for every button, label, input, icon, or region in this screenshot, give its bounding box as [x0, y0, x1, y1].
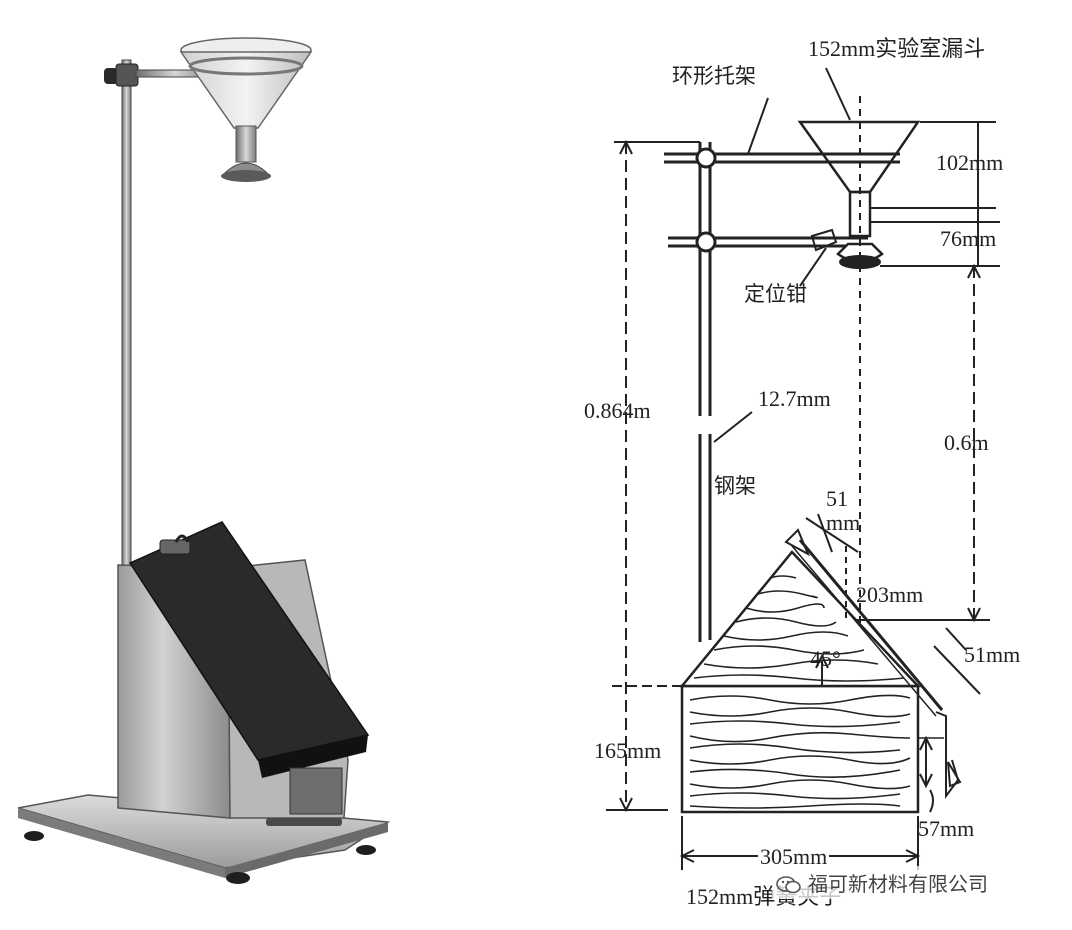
- foot: [24, 831, 44, 841]
- label-dim-57: 57mm: [918, 816, 975, 841]
- funnel-outline: [797, 120, 921, 194]
- top-clip-handle: [174, 534, 190, 543]
- dim-arrow: [619, 139, 633, 155]
- label-dim-165: 165mm: [594, 738, 662, 763]
- watermark: 福可新材料有限公司: [772, 866, 992, 899]
- dim-line-51-top-b: [817, 513, 833, 553]
- dim-tick: [945, 627, 967, 651]
- incline-board-edge: [258, 735, 368, 778]
- label-clamp: 定位钳: [744, 282, 807, 306]
- ring-holder: [188, 56, 304, 76]
- label-dim-76: 76mm: [940, 226, 997, 251]
- funnel-nozzle-base: [221, 170, 271, 182]
- dim-arrow: [919, 773, 933, 789]
- schematic: [606, 67, 1000, 870]
- watermark-text: 福可新材料有限公司: [808, 872, 988, 896]
- label-dim-102: 102mm: [936, 150, 1004, 175]
- label-dim-06: 0.6m: [944, 430, 989, 455]
- top-spring-clip: [784, 528, 811, 557]
- dim-arrow: [967, 263, 981, 279]
- base-plate-edge: [18, 808, 225, 878]
- dim-line-51-right: [933, 645, 981, 695]
- label-steel-frame: 钢架: [714, 474, 756, 498]
- base-plate-edge-right: [225, 822, 388, 878]
- apparatus-photo: [17, 37, 391, 884]
- dim-arrow: [679, 849, 695, 863]
- incline-surface-inner: [791, 545, 937, 717]
- label-rod-diameter: 12.7mm: [758, 386, 831, 411]
- angle-arrowhead: [815, 653, 829, 669]
- bottom-spring-clip: [935, 711, 960, 799]
- wechat-icon: [776, 876, 801, 894]
- clamp-knob: [695, 231, 717, 253]
- ring-bracket-clamp: [695, 147, 717, 169]
- dim-arrow: [905, 849, 921, 863]
- leader-rod-diameter: [713, 411, 753, 443]
- label-dim-51-top-unit: mm: [826, 510, 861, 535]
- funnel-cone: [179, 51, 313, 129]
- top-clip: [159, 539, 191, 555]
- label-dim-305: 305mm: [758, 844, 830, 869]
- label-angle: 45°: [810, 646, 841, 671]
- bottom-spring-clip-jaw: [947, 761, 962, 788]
- incline-surface: [798, 539, 944, 711]
- stand-rod: [121, 59, 132, 576]
- label-dim-0864: 0.864m: [584, 398, 651, 423]
- leader-clamp: [799, 247, 827, 287]
- clamp-screw: [810, 228, 838, 252]
- leader-funnel: [825, 67, 851, 121]
- wood-block-triangle: [679, 550, 921, 688]
- label-dim-203: 203mm: [856, 582, 924, 607]
- bottom-clip: [289, 767, 343, 815]
- label-ring-bracket: 环形托架: [672, 64, 756, 88]
- funnel-stem: [235, 125, 257, 163]
- leader-ring-bracket: [747, 97, 769, 155]
- label-dim-51-top: 51: [826, 486, 848, 511]
- rod-clamp: [115, 63, 139, 87]
- wood-grain: [689, 694, 911, 809]
- foot: [356, 845, 376, 855]
- foot: [226, 872, 250, 884]
- clamp-knob: [104, 68, 118, 84]
- wood-grain-triangle: [693, 575, 905, 682]
- leader-57: [929, 789, 934, 813]
- bottom-bar: [266, 818, 342, 826]
- dim-line-51-top: [805, 517, 859, 553]
- label-funnel: 152mm实验室漏斗: [808, 36, 986, 61]
- label-dim-51-right: 51mm: [964, 642, 1021, 667]
